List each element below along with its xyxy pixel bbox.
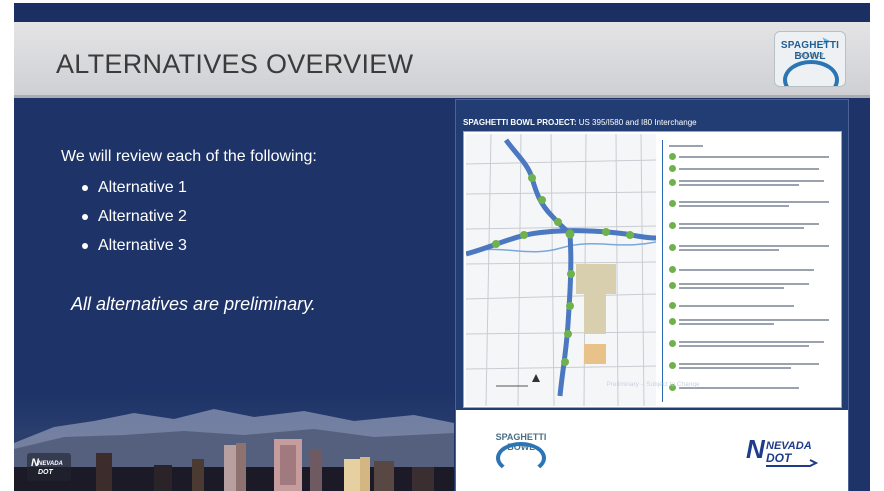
interchange-marker [492,240,500,248]
legend-item [669,318,839,328]
spaghetti-bowl-logo: ➤ SPAGHETTI BOWL PROJECT [774,31,846,87]
spaghetti-bowl-logo-text: SPAGHETTI BOWL [780,40,840,62]
nevada-dot-logo: N NEVADA DOT [27,453,71,481]
spaghetti-bowl-logo-subtext: PROJECT [794,53,826,59]
route-i580-south [557,233,574,397]
legend-item [669,282,839,292]
list-item: Alternative 3 [82,231,187,260]
svg-text:NEVADA: NEVADA [38,461,63,467]
interchange-marker [538,196,546,204]
svg-text:N: N [31,457,40,469]
interchange-marker [565,229,575,239]
bullet-icon [82,213,88,220]
legend-divider [662,140,663,402]
interchange-marker [554,218,562,226]
interchange-marker [564,330,572,338]
north-arrow-icon [532,374,540,382]
list-item-label: Alternative 3 [98,236,187,254]
river [466,241,656,253]
interchange-marker [567,270,575,278]
poster-title: SPAGHETTI BOWL PROJECT: US 395/I580 and … [463,118,697,127]
slide-title: ALTERNATIVES OVERVIEW [56,49,414,79]
legend-item [669,142,839,152]
interchange-marker [561,358,569,366]
legend-item [669,362,839,372]
legend-item [669,302,839,312]
legend-item [669,244,839,254]
spaghetti-bowl-logo: SPAGHETTI BOWL [486,422,556,478]
legend-item [669,200,839,210]
map-frame [463,131,842,408]
project-map [466,134,656,406]
bullet-icon [82,242,88,249]
route-i80 [466,228,656,257]
slide: ALTERNATIVES OVERVIEW ➤ SPAGHETTI BOWL P… [14,3,870,491]
road-arc-icon [496,442,546,474]
poster-logo-strip: SPAGHETTI BOWL N NEVADA DOT [456,410,848,491]
list-item: Alternative 2 [82,202,187,231]
svg-text:NEVADA: NEVADA [766,440,812,452]
list-item-label: Alternative 1 [98,178,187,196]
poster-footer-note: Preliminary – Subject to Change [606,381,700,388]
list-item-label: Alternative 2 [98,207,187,225]
legend-item [669,165,839,175]
interchange-marker [520,231,528,239]
development-area [576,264,616,334]
poster-title-rest: US 395/I580 and I80 Interchange [576,118,697,127]
road-arc-icon [783,60,839,86]
nevada-dot-logo: N NEVADA DOT [746,434,819,467]
city-skyline-image [14,383,454,491]
svg-text:N: N [746,434,766,464]
bullet-icon [82,184,88,191]
intro-text: We will review each of the following: [61,148,317,165]
legend-item [669,384,839,394]
legend-item [669,340,839,350]
preliminary-note: All alternatives are preliminary. [71,294,316,314]
project-map-poster: SPAGHETTI BOWL PROJECT: US 395/I580 and … [455,99,849,491]
title-bar: ALTERNATIVES OVERVIEW ➤ SPAGHETTI BOWL P… [14,22,870,98]
svg-text:DOT: DOT [38,469,54,476]
airport-area [584,344,606,364]
legend-item [669,179,839,189]
svg-text:DOT: DOT [766,451,793,465]
interchange-marker [602,228,610,236]
poster-title-bold: SPAGHETTI BOWL PROJECT: [463,118,577,127]
legend-item [669,153,839,163]
list-item: Alternative 1 [82,173,187,202]
arrow-icon: ➤ [821,34,832,48]
interchange-marker [566,302,574,310]
slide-top-strip [14,3,870,22]
legend-item [669,222,839,232]
interchange-marker [528,174,536,182]
interchange-marker [626,231,634,239]
alternatives-list: Alternative 1 Alternative 2 Alternative … [82,173,187,260]
legend-item [669,266,839,276]
